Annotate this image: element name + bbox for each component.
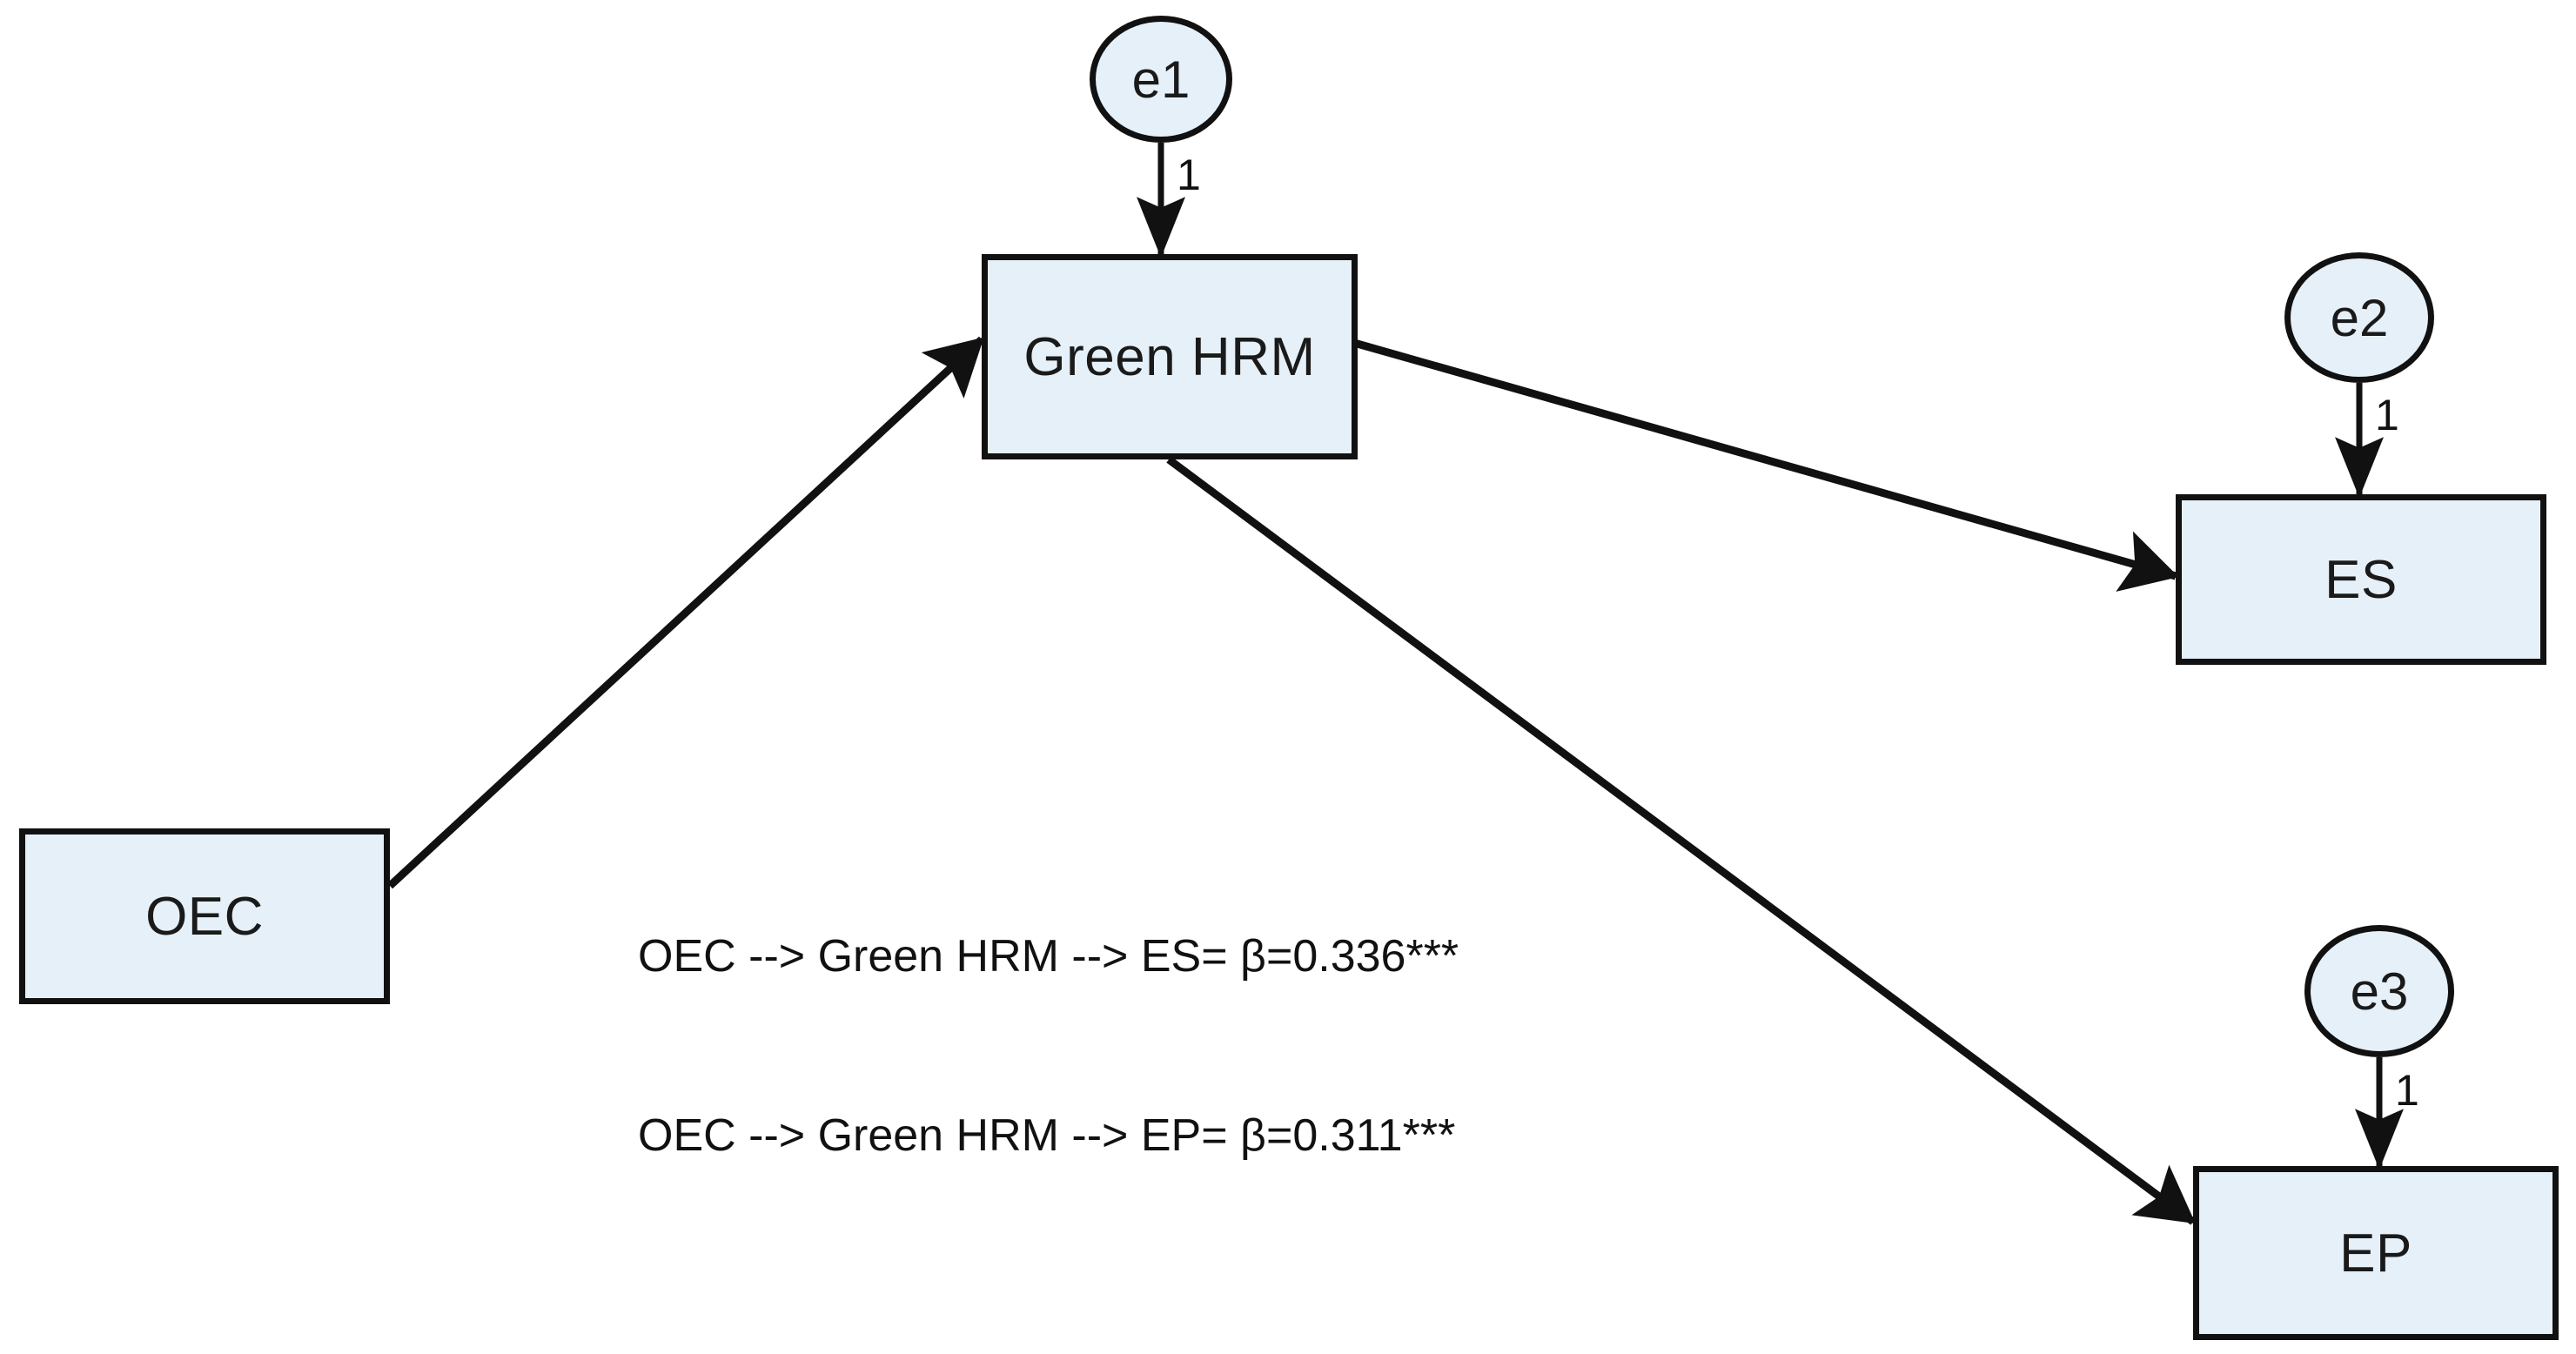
edge-weight-e2: 1 xyxy=(2375,391,2399,439)
node-e1-label: e1 xyxy=(1131,50,1191,109)
node-oec-label: OEC xyxy=(145,886,264,947)
node-oec[interactable]: OEC xyxy=(19,828,390,1004)
node-e2[interactable]: e2 xyxy=(2284,252,2434,383)
indirect-effects-annotation: OEC --> Green HRM --> ES= β=0.336*** OEC… xyxy=(638,808,1459,1285)
node-e3[interactable]: e3 xyxy=(2304,925,2454,1057)
node-es-label: ES xyxy=(2324,549,2398,610)
edge-oec-to-green-hrm xyxy=(386,336,985,889)
node-e2-label: e2 xyxy=(2330,288,2389,347)
node-es[interactable]: ES xyxy=(2176,494,2546,665)
node-ep-label: EP xyxy=(2339,1223,2412,1284)
node-e1[interactable]: e1 xyxy=(1090,16,1232,143)
indirect-effect-line-2: OEC --> Green HRM --> EP= β=0.311*** xyxy=(638,1110,1456,1162)
indirect-effect-line-1: OEC --> Green HRM --> ES= β=0.336*** xyxy=(638,931,1459,982)
edge-green-hrm-to-ep xyxy=(1166,456,2196,1225)
edge-weight-e3: 1 xyxy=(2395,1066,2419,1115)
edge-weight-e1: 1 xyxy=(1177,151,1201,199)
node-green-hrm[interactable]: Green HRM xyxy=(982,254,1358,459)
node-e3-label: e3 xyxy=(2350,962,2409,1021)
edge-green-hrm-to-es xyxy=(1352,338,2179,592)
node-ep[interactable]: EP xyxy=(2193,1166,2559,1340)
node-green-hrm-label: Green HRM xyxy=(1023,326,1316,387)
